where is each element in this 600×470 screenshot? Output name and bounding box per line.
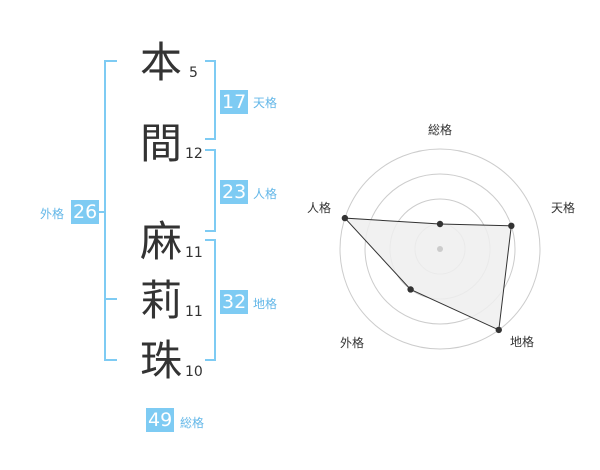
- tenkaku-bracket: [205, 60, 216, 140]
- chikaku-bracket: [205, 239, 216, 361]
- name-char-4: 莉: [140, 276, 183, 325]
- jinkaku-label: 人格: [253, 187, 278, 201]
- stroke-count-3: 11: [185, 245, 203, 261]
- tenkaku-label: 天格: [253, 96, 278, 110]
- gaikaku-bracket: [104, 60, 117, 361]
- radar-axis-label-chikaku: 地格: [510, 335, 535, 349]
- radar-center-dot: [437, 246, 443, 252]
- radar-axis-label-jinkaku: 人格: [307, 201, 332, 215]
- name-char-3: 麻: [140, 217, 183, 266]
- jinkaku-bracket: [205, 149, 216, 232]
- radar-value-polygon: [343, 217, 512, 331]
- radar-point-1: [436, 220, 444, 228]
- stroke-count-4: 11: [185, 304, 203, 320]
- stroke-count-5: 10: [185, 364, 203, 380]
- radar-axis-label-gaikaku: 外格: [340, 336, 365, 350]
- chikaku-value-badge: 32: [220, 290, 249, 314]
- soukaku-label: 総格: [180, 416, 205, 430]
- radar-ring-3: [364, 173, 516, 325]
- radar-point-3: [495, 326, 502, 334]
- tenkaku-value-badge: 17: [220, 90, 249, 114]
- name-char-1: 本: [140, 38, 183, 87]
- radar-point-2: [508, 222, 515, 230]
- stroke-count-1: 5: [189, 65, 198, 81]
- radar-point-4: [407, 286, 414, 293]
- soukaku-value-badge: 49: [146, 408, 175, 432]
- jinkaku-value-badge: 23: [220, 180, 249, 204]
- chikaku-label: 地格: [253, 297, 278, 311]
- gaikaku-value-badge: 26: [71, 200, 100, 224]
- radar-ring-4: [339, 148, 541, 350]
- radar-axis-label-tenkaku: 天格: [551, 201, 576, 215]
- radar-point-5: [341, 214, 349, 222]
- name-char-5: 珠: [140, 336, 183, 385]
- radar-axis-label-soukaku: 総格: [428, 123, 453, 137]
- stroke-count-2: 12: [185, 146, 203, 162]
- name-char-2: 間: [140, 119, 183, 168]
- gaikaku-label: 外格: [40, 207, 65, 221]
